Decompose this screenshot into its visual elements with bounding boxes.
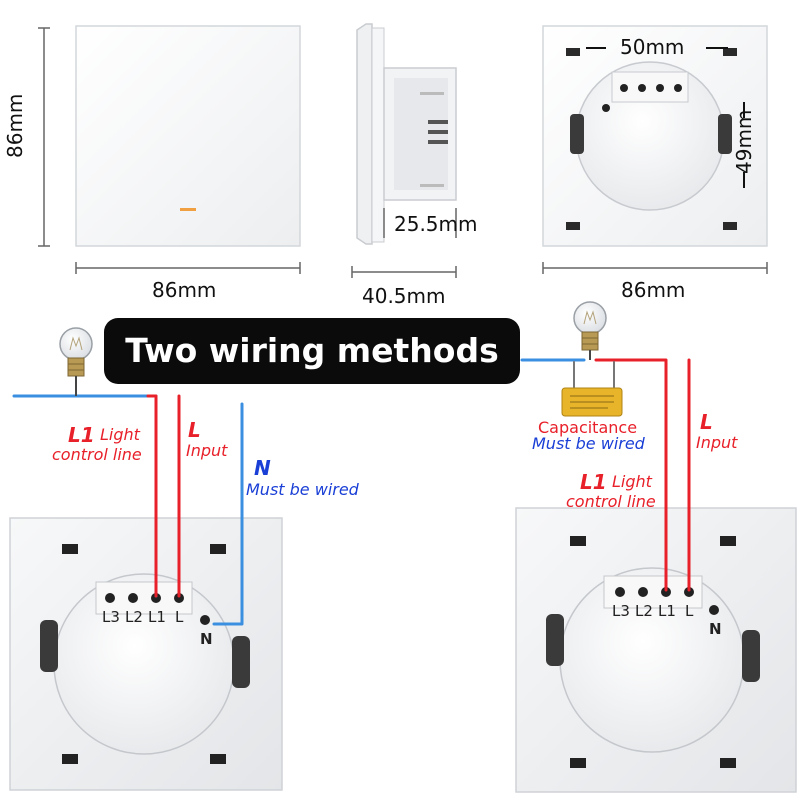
terminal-l [174,593,184,603]
left-n-label: N [254,456,271,480]
right-l1-wire [594,358,668,592]
right-light-bulb-icon [573,301,607,360]
back-width-label: 86mm [621,278,686,302]
right-l-label: L [700,410,713,434]
right-terminal-l: L [685,602,694,620]
side-total-depth-label: 40.5mm [362,284,446,308]
back-mount-width-label: 50mm [620,35,685,59]
right-cap-label: Capacitance [538,418,638,437]
left-l-label: L [188,418,201,442]
left-n-desc: Must be wired [246,480,359,499]
right-wiring-plate [515,507,797,793]
terminal-l [684,587,694,597]
terminal-l3 [105,593,115,603]
right-cap-desc: Must be wired [532,434,645,453]
left-l1-desc-1: Light [100,425,140,444]
left-l1-desc-2: control line [52,445,142,464]
terminal-l3 [615,587,625,597]
right-wires [520,358,691,592]
left-terminal-l2: L2 [125,608,143,626]
left-wiring-plate [9,517,283,791]
back-mount-height-label: 49mm [732,109,756,174]
left-terminal-l1: L1 [148,608,166,626]
left-l-desc: Input [186,441,228,460]
right-terminal-n: N [709,620,722,638]
wiring-methods-banner: Two wiring methods [104,318,520,384]
right-l1-desc-1: Light [612,472,652,491]
side-view-panel [356,23,457,245]
front-width-label: 86mm [152,278,217,302]
terminal-n [709,605,719,615]
left-terminal-l3: L3 [102,608,120,626]
right-terminal-l2: L2 [635,602,653,620]
indicator-led [180,208,196,211]
right-l1-desc-2: control line [566,492,656,511]
left-l1-wire [146,394,158,598]
terminal-l1 [151,593,161,603]
terminal-l2 [128,593,138,603]
capacitor-icon [561,387,623,417]
front-width-dimension-line [75,262,301,274]
back-width-dimension-line [542,262,768,274]
right-terminal-l3: L3 [612,602,630,620]
front-height-dimension-line [38,27,50,247]
left-n-wire [212,402,244,626]
left-terminal-n: N [200,630,213,648]
side-inner-depth-dimension-line [383,208,457,238]
back-view-panel [542,25,768,247]
terminal-l1 [661,587,671,597]
side-total-depth-dimension-line [351,266,457,278]
right-l-desc: Input [696,433,738,452]
left-light-bulb-icon [59,327,93,396]
front-height-label: 86mm [3,93,27,158]
front-view-panel [75,25,301,247]
right-terminal-l1: L1 [658,602,676,620]
left-terminal-l: L [175,608,184,626]
left-wires [12,394,244,626]
terminal-n [200,615,210,625]
side-inner-depth-label: 25.5mm [394,212,478,236]
terminal-l2 [638,587,648,597]
right-l1-label: L1 [580,470,607,494]
left-l1-label: L1 [68,423,95,447]
